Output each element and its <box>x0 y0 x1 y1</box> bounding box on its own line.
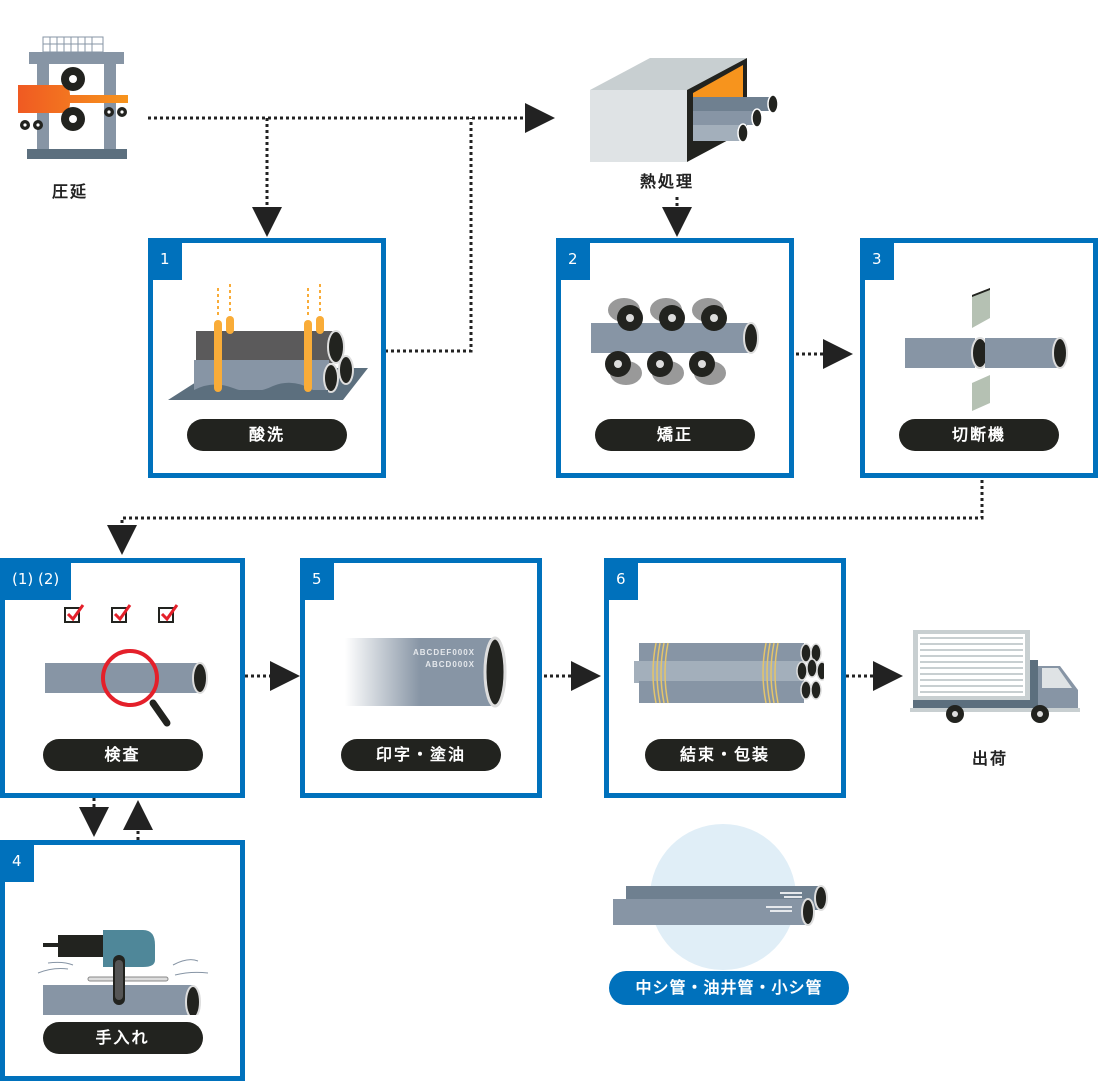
furnace-icon <box>590 58 779 162</box>
step-repair[interactable]: 4 手入れ <box>0 840 245 1081</box>
truck-icon <box>910 630 1080 723</box>
step-straightening[interactable]: 2 矯正 <box>556 238 794 478</box>
grinder-icon <box>37 930 209 1015</box>
step-label: 印字・塗油 <box>341 739 501 771</box>
connector-cutting-to-inspection <box>107 480 984 555</box>
step-label: 切断機 <box>899 419 1059 451</box>
step-number: (1) (2) <box>0 558 72 600</box>
shipping-label: 出荷 <box>972 749 1009 768</box>
checkbox-icons <box>64 604 179 623</box>
marking-text-line-1: ABCDEF000X <box>413 648 475 657</box>
inspection-icon <box>45 604 208 727</box>
marking-oiling-icon: ABCDEF000X ABCD000X <box>345 636 507 708</box>
step-label: 検査 <box>42 739 203 771</box>
step-label: 酸洗 <box>187 419 347 451</box>
step-inspection[interactable]: (1) (2) 検査 <box>0 558 245 798</box>
rolling-mill-icon <box>18 36 128 159</box>
step-marking[interactable]: 5 ABCDEF000X ABCD000X 印字・塗油 <box>300 558 542 798</box>
heat-treatment-label: 熱処理 <box>640 172 695 191</box>
straightening-icon <box>591 298 759 385</box>
pickling-icon <box>168 284 368 400</box>
marking-text-line-2: ABCD000X <box>425 660 475 669</box>
step-number: 2 <box>556 238 590 280</box>
step-number: 3 <box>860 238 894 280</box>
step-label: 結束・包装 <box>645 739 805 771</box>
connector-pickling-to-heat <box>385 118 473 353</box>
products-label: 中シ管・油井管・小シ管 <box>609 971 849 1005</box>
step-label: 矯正 <box>595 419 755 451</box>
step-number: 5 <box>300 558 334 600</box>
rolling-label: 圧延 <box>52 182 89 201</box>
cutting-machine-icon <box>905 288 1068 411</box>
step-number: 4 <box>0 840 34 882</box>
step-number: 6 <box>604 558 638 600</box>
step-cutting[interactable]: 3 切断機 <box>860 238 1098 478</box>
step-pickling[interactable]: 1 酸洗 <box>148 238 386 478</box>
step-number: 1 <box>148 238 182 280</box>
step-bundling[interactable]: 6 結束・包装 <box>604 558 846 798</box>
bundling-icon <box>634 642 824 704</box>
pipes-icon <box>613 824 828 970</box>
step-label: 手入れ <box>42 1022 203 1054</box>
